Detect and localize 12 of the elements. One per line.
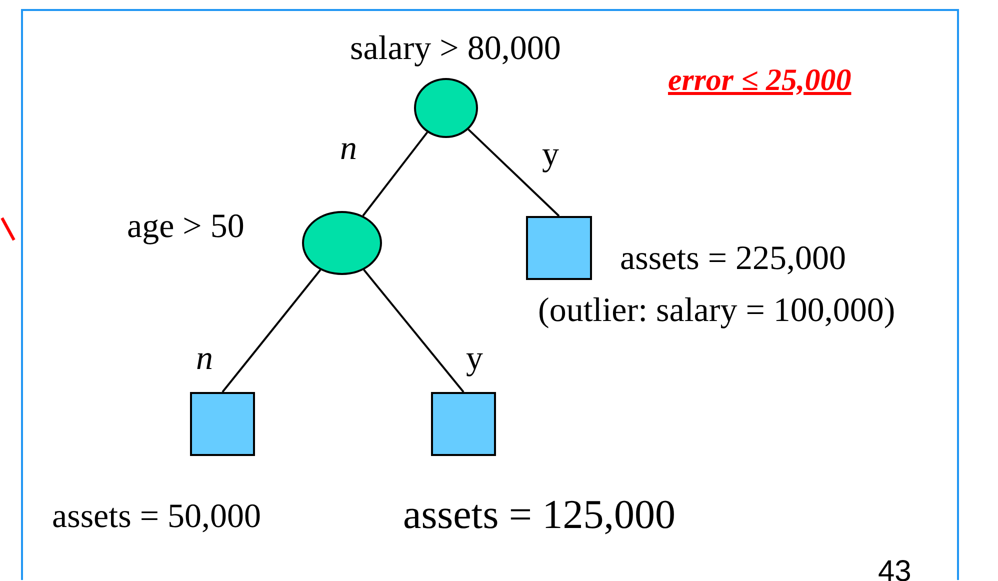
leaf-value: assets = 225,000 — [620, 242, 846, 276]
split-condition: salary > 80,000 — [350, 32, 561, 66]
split-condition: age > 50 — [127, 210, 244, 244]
leaf-value: assets = 50,000 — [52, 500, 261, 534]
branch-line — [468, 128, 560, 217]
branch-line — [363, 269, 464, 393]
branch-line — [222, 269, 322, 393]
leaf-value: assets = 125,000 — [403, 494, 676, 535]
leaf-value: (outlier: salary = 100,000) — [538, 294, 896, 328]
branch-line — [362, 132, 428, 216]
page-number: 43 — [878, 557, 912, 581]
error-note: error ≤ 25,000 — [668, 64, 852, 95]
